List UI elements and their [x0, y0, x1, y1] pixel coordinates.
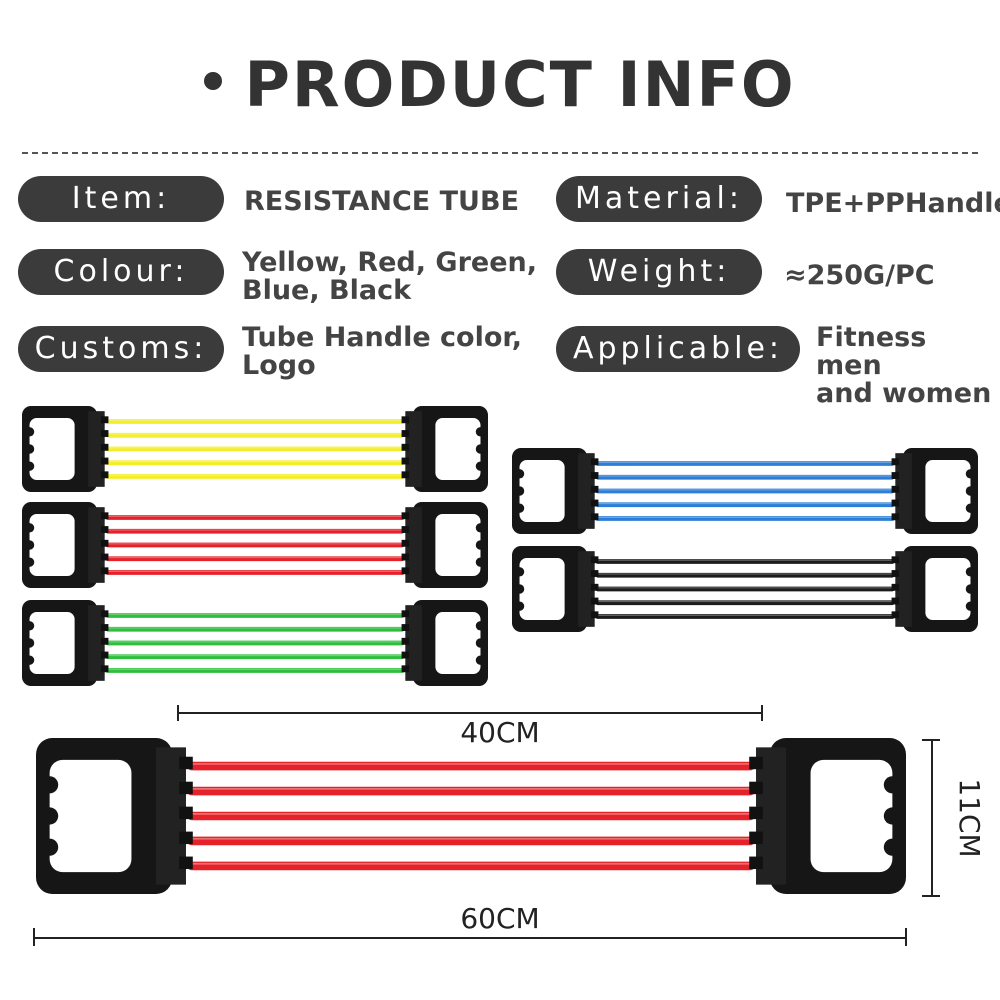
right-handle	[749, 738, 906, 894]
left-handle	[22, 406, 109, 492]
left-handle	[36, 738, 193, 894]
item-value: RESISTANCE TUBE	[244, 186, 520, 217]
page-title-text: PRODUCT INFO	[244, 48, 796, 121]
left-handle	[22, 502, 109, 588]
right-handle	[401, 502, 488, 588]
page-title: PRODUCT INFO	[0, 48, 1000, 121]
blue-expander	[512, 448, 978, 534]
height-label: 11CM	[953, 778, 986, 857]
dimension-width	[177, 705, 763, 721]
applicable-label: Applicable:	[556, 326, 800, 372]
black-expander	[512, 546, 978, 632]
weight-label: Weight:	[556, 249, 762, 295]
green-expander	[22, 600, 488, 686]
material-label: Material:	[556, 176, 762, 222]
left-handle	[512, 546, 599, 632]
weight-value: ≈250G/PC	[784, 260, 935, 291]
customs-label: Customs:	[18, 326, 224, 372]
width-label: 40CM	[460, 716, 539, 749]
dashed-divider	[22, 152, 978, 154]
right-handle	[891, 448, 978, 534]
left-handle	[22, 600, 109, 686]
colour-value: Yellow, Red, Green, Blue, Black	[242, 247, 537, 306]
material-value: TPE+PPHandle	[786, 188, 1000, 219]
length-label: 60CM	[460, 902, 539, 935]
right-handle	[401, 600, 488, 686]
dimension-height	[922, 739, 940, 897]
dimension-length	[33, 928, 907, 946]
right-handle	[401, 406, 488, 492]
left-handle	[512, 448, 599, 534]
applicable-value: Fitness men and women	[816, 322, 992, 409]
yellow-expander	[22, 406, 488, 492]
red-expander	[22, 502, 488, 588]
right-handle	[891, 546, 978, 632]
expander-group	[22, 406, 978, 894]
colour-label: Colour:	[18, 249, 224, 295]
customs-value: Tube Handle color, Logo	[242, 322, 523, 381]
bullet-dot-icon	[204, 71, 223, 90]
large-red-expander	[36, 738, 906, 894]
item-label: Item:	[18, 176, 224, 222]
